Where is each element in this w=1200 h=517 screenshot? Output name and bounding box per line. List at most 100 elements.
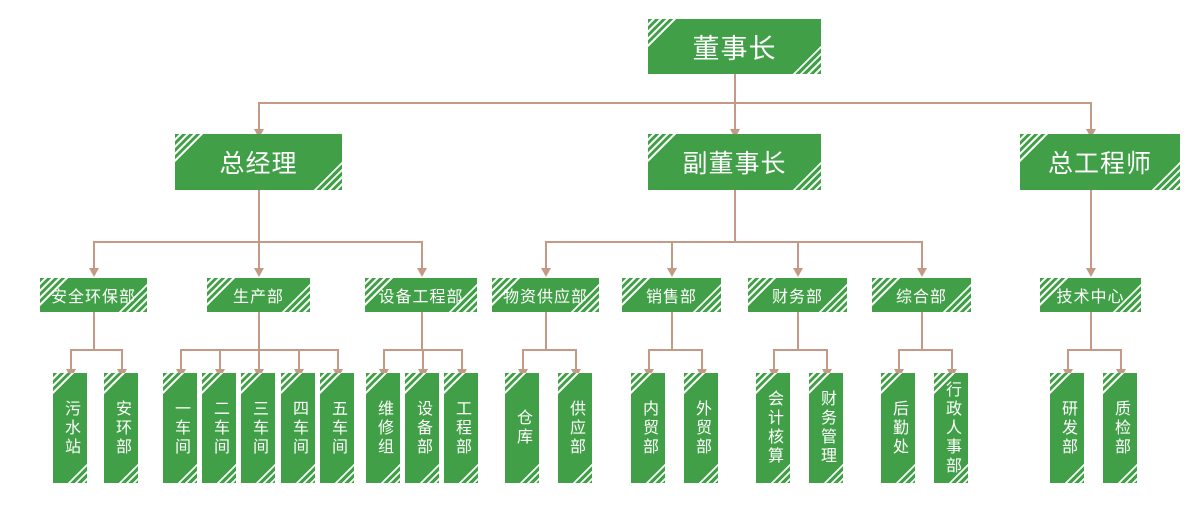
node-equipment-eng-dept-label: 设备工程部 (378, 289, 464, 306)
node-vice-chairman-label: 副董事长 (682, 150, 787, 178)
node-general-affairs-dept[interactable]: 综合部 (872, 278, 971, 312)
arrow-sales-dept (667, 268, 677, 277)
connector-to-workshop-3 (258, 349, 260, 373)
node-supply-section-label: 供应部 (567, 399, 584, 457)
node-financial-management-label: 财务管理 (818, 390, 835, 466)
connector-tech-stem (1090, 312, 1092, 350)
node-workshop-4[interactable]: 四车间 (281, 373, 315, 483)
arrow-finance-dept (793, 268, 803, 277)
connector-to-general-manager (258, 102, 260, 134)
node-safety-env-dept-label: 安全环保部 (50, 289, 136, 306)
node-equipment-eng-dept[interactable]: 设备工程部 (365, 278, 477, 312)
node-accounting-label: 会计核算 (765, 390, 782, 466)
arrow-materials-supply-dept (541, 268, 551, 277)
connector-gm-to-production (258, 241, 260, 273)
node-workshop-3[interactable]: 三车间 (241, 373, 275, 483)
node-sales-dept[interactable]: 销售部 (622, 278, 721, 312)
node-chief-engineer-label: 总工程师 (1047, 150, 1152, 178)
node-production-dept[interactable]: 生产部 (207, 278, 310, 312)
node-qc-dept[interactable]: 质检部 (1103, 373, 1137, 483)
connector-to-admin-hr (951, 349, 953, 373)
node-financial-management[interactable]: 财务管理 (809, 373, 843, 483)
node-chairman[interactable]: 董事长 (648, 19, 821, 74)
node-workshop-5-label: 五车间 (329, 399, 346, 457)
connector-sales-stem (671, 312, 673, 350)
node-accounting[interactable]: 会计核算 (756, 373, 790, 483)
connector-to-vice-chairman (734, 102, 736, 134)
connector-safety-to-safety-section (121, 349, 123, 373)
connector-production-stem (258, 312, 260, 350)
node-engineering-section[interactable]: 工程部 (444, 373, 478, 483)
connector-safety-to-sewage (70, 349, 72, 373)
connector-ce-to-tech-center (1090, 190, 1092, 273)
connector-vc-bus (545, 241, 921, 243)
connector-level2-bus (258, 102, 1090, 104)
node-workshop-1-label: 一车间 (172, 399, 189, 457)
connector-gm-to-safety (93, 241, 95, 273)
node-foreign-trade[interactable]: 外贸部 (684, 373, 718, 483)
node-sewage-station[interactable]: 污水站 (53, 373, 87, 483)
connector-to-qc (1120, 349, 1122, 373)
connector-finance-stem (797, 312, 799, 350)
node-safety-env-dept[interactable]: 安全环保部 (40, 278, 147, 312)
connector-to-engineering-section (461, 349, 463, 373)
node-equipment-section[interactable]: 设备部 (405, 373, 439, 483)
node-vice-chairman[interactable]: 副董事长 (648, 134, 821, 190)
node-admin-hr-dept[interactable]: 行政人事部 (934, 373, 968, 483)
node-general-manager-label: 总经理 (219, 150, 298, 178)
node-safety-env-section[interactable]: 安环部 (104, 373, 138, 483)
node-warehouse-label: 仓库 (514, 409, 531, 447)
connector-to-domestic-trade (648, 349, 650, 373)
node-tech-center-label: 技术中心 (1056, 289, 1125, 306)
node-qc-dept-label: 质检部 (1112, 399, 1129, 457)
connector-vc-to-materials (545, 241, 547, 273)
connector-sales-bus (648, 349, 702, 351)
connector-vc-to-sales (671, 241, 673, 273)
connector-gm-to-equipment (421, 241, 423, 273)
node-general-manager[interactable]: 总经理 (175, 134, 342, 190)
node-materials-supply-dept[interactable]: 物资供应部 (492, 278, 599, 312)
node-workshop-2-label: 二车间 (211, 399, 228, 457)
node-workshop-5[interactable]: 五车间 (320, 373, 354, 483)
node-safety-env-section-label: 安环部 (113, 399, 130, 457)
node-workshop-1[interactable]: 一车间 (163, 373, 197, 483)
connector-finance-bus (773, 349, 827, 351)
connector-to-foreign-trade (701, 349, 703, 373)
connector-to-workshop-4 (298, 349, 300, 373)
node-materials-supply-dept-label: 物资供应部 (502, 289, 588, 306)
connector-tech-bus (1067, 349, 1121, 351)
node-rnd-dept-label: 研发部 (1059, 399, 1076, 457)
node-general-affairs-dept-label: 综合部 (895, 289, 947, 306)
connector-to-workshop-1 (180, 349, 182, 373)
connector-vc-stem (734, 190, 736, 242)
arrow-general-affairs-dept (917, 268, 927, 277)
connector-vc-to-general-affairs (921, 241, 923, 273)
arrow-safety-env-dept (89, 268, 99, 277)
node-finance-dept-label: 财务部 (771, 289, 823, 306)
connector-gm-stem (258, 190, 260, 242)
node-rnd-dept[interactable]: 研发部 (1050, 373, 1084, 483)
connector-safety-bus (70, 349, 123, 351)
node-tech-center[interactable]: 技术中心 (1040, 278, 1141, 312)
connector-materials-bus (522, 349, 576, 351)
node-workshop-4-label: 四车间 (290, 399, 307, 457)
node-domestic-trade-label: 内贸部 (640, 399, 657, 457)
node-domestic-trade[interactable]: 内贸部 (631, 373, 665, 483)
node-chief-engineer[interactable]: 总工程师 (1020, 134, 1180, 190)
node-admin-hr-dept-label: 行政人事部 (943, 380, 960, 476)
node-workshop-2[interactable]: 二车间 (202, 373, 236, 483)
node-sales-dept-label: 销售部 (645, 289, 697, 306)
node-logistics-office[interactable]: 后勤处 (881, 373, 915, 483)
node-warehouse[interactable]: 仓库 (505, 373, 539, 483)
node-equipment-section-label: 设备部 (414, 399, 431, 457)
node-maintenance-group-label: 维修组 (375, 399, 392, 457)
arrow-equipment-eng-dept (417, 268, 427, 277)
arrow-tech-center (1086, 268, 1096, 277)
connector-to-logistics (898, 349, 900, 373)
node-supply-section[interactable]: 供应部 (558, 373, 592, 483)
connector-general-affairs-bus (898, 349, 952, 351)
node-finance-dept[interactable]: 财务部 (748, 278, 847, 312)
node-maintenance-group[interactable]: 维修组 (366, 373, 400, 483)
connector-to-maintenance (383, 349, 385, 373)
